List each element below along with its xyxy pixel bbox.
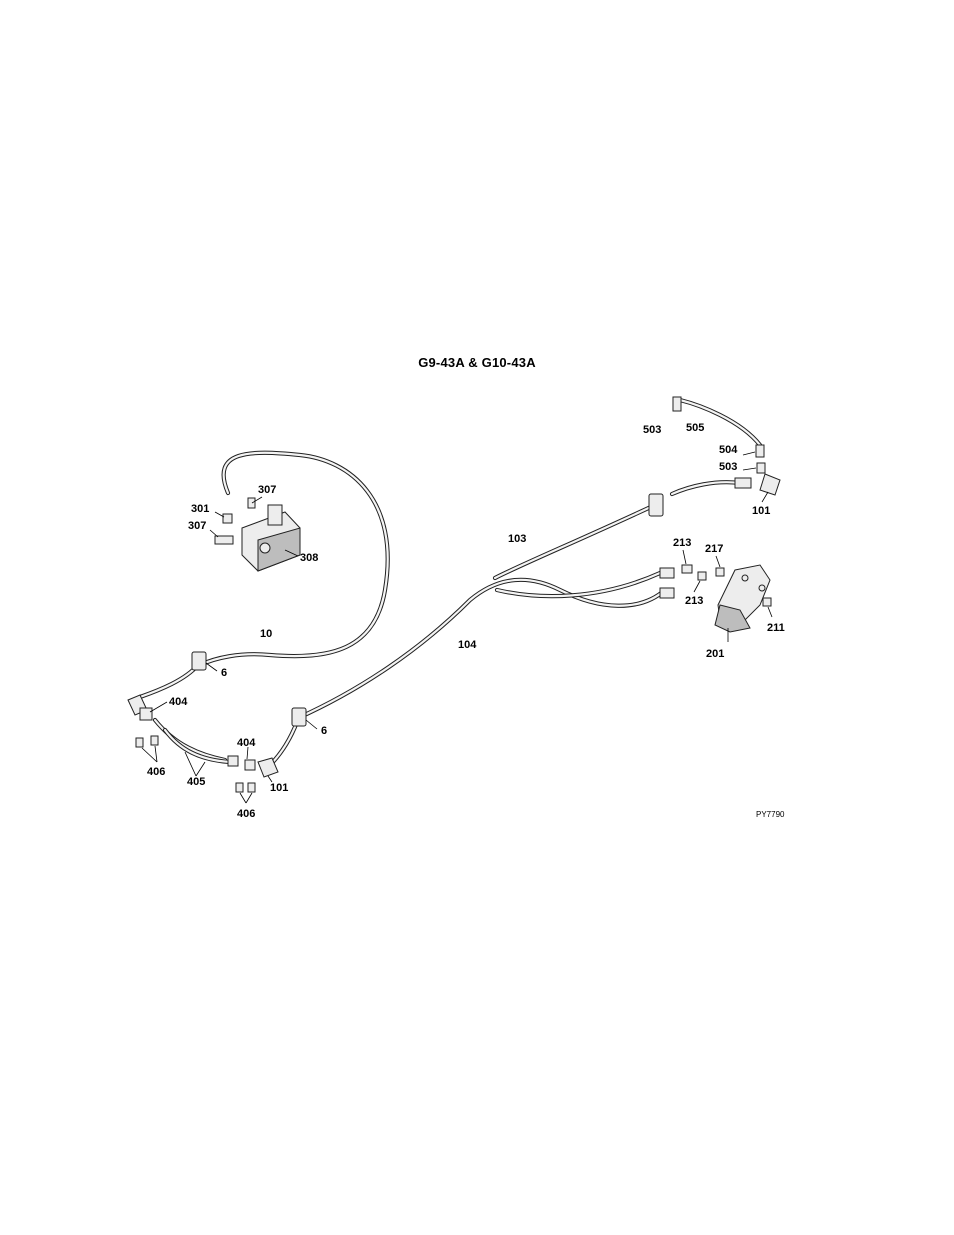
drawing-number: PY7790 [756,810,785,819]
callout-213-bottom: 213 [685,595,703,607]
callout-503-bottom: 503 [719,461,737,473]
callout-201: 201 [706,648,724,660]
callout-307-top: 307 [258,484,276,496]
hose-103 [492,502,663,599]
callout-217: 217 [705,543,723,555]
valve-block-308 [241,504,301,572]
clamp-6-right [291,707,318,730]
callout-406-left: 406 [147,766,165,778]
callout-6-right: 6 [321,725,327,737]
callout-503-top: 503 [643,424,661,436]
callout-101-upper: 101 [752,505,770,517]
hose-to-101-left [267,719,300,768]
callout-6-left: 6 [221,667,227,679]
callout-307-left: 307 [188,520,206,532]
fittings-503-504-101 [672,396,781,503]
callout-308: 308 [300,552,318,564]
callout-101-lower: 101 [270,782,288,794]
fittings-301-307 [209,496,263,545]
diagram-title: G9-43A & G10-43A [418,355,536,370]
hose-upper-right [669,480,743,497]
hose-10 [197,450,390,668]
fittings-lower-left [127,694,206,777]
callout-505: 505 [686,422,704,434]
motor-201 [714,564,771,642]
callout-211: 211 [767,622,785,634]
callout-406-center: 406 [237,808,255,820]
callout-103: 103 [508,533,526,545]
fittings-211-213-217 [659,549,773,618]
callout-405: 405 [187,776,205,788]
callout-404-center: 404 [237,737,256,749]
hose-lower-left [137,662,201,700]
hose-505 [677,397,763,448]
hose-104 [295,577,668,721]
clamp-6-left [191,651,218,672]
hose-405 [152,717,233,765]
fittings-lower-center [227,746,279,804]
callout-404-left: 404 [169,696,188,708]
callout-104: 104 [458,639,477,651]
clamp-103 [648,493,664,517]
callout-10: 10 [260,628,272,640]
callout-213-top: 213 [673,537,691,549]
callout-301: 301 [191,503,209,515]
callout-504: 504 [719,444,738,456]
